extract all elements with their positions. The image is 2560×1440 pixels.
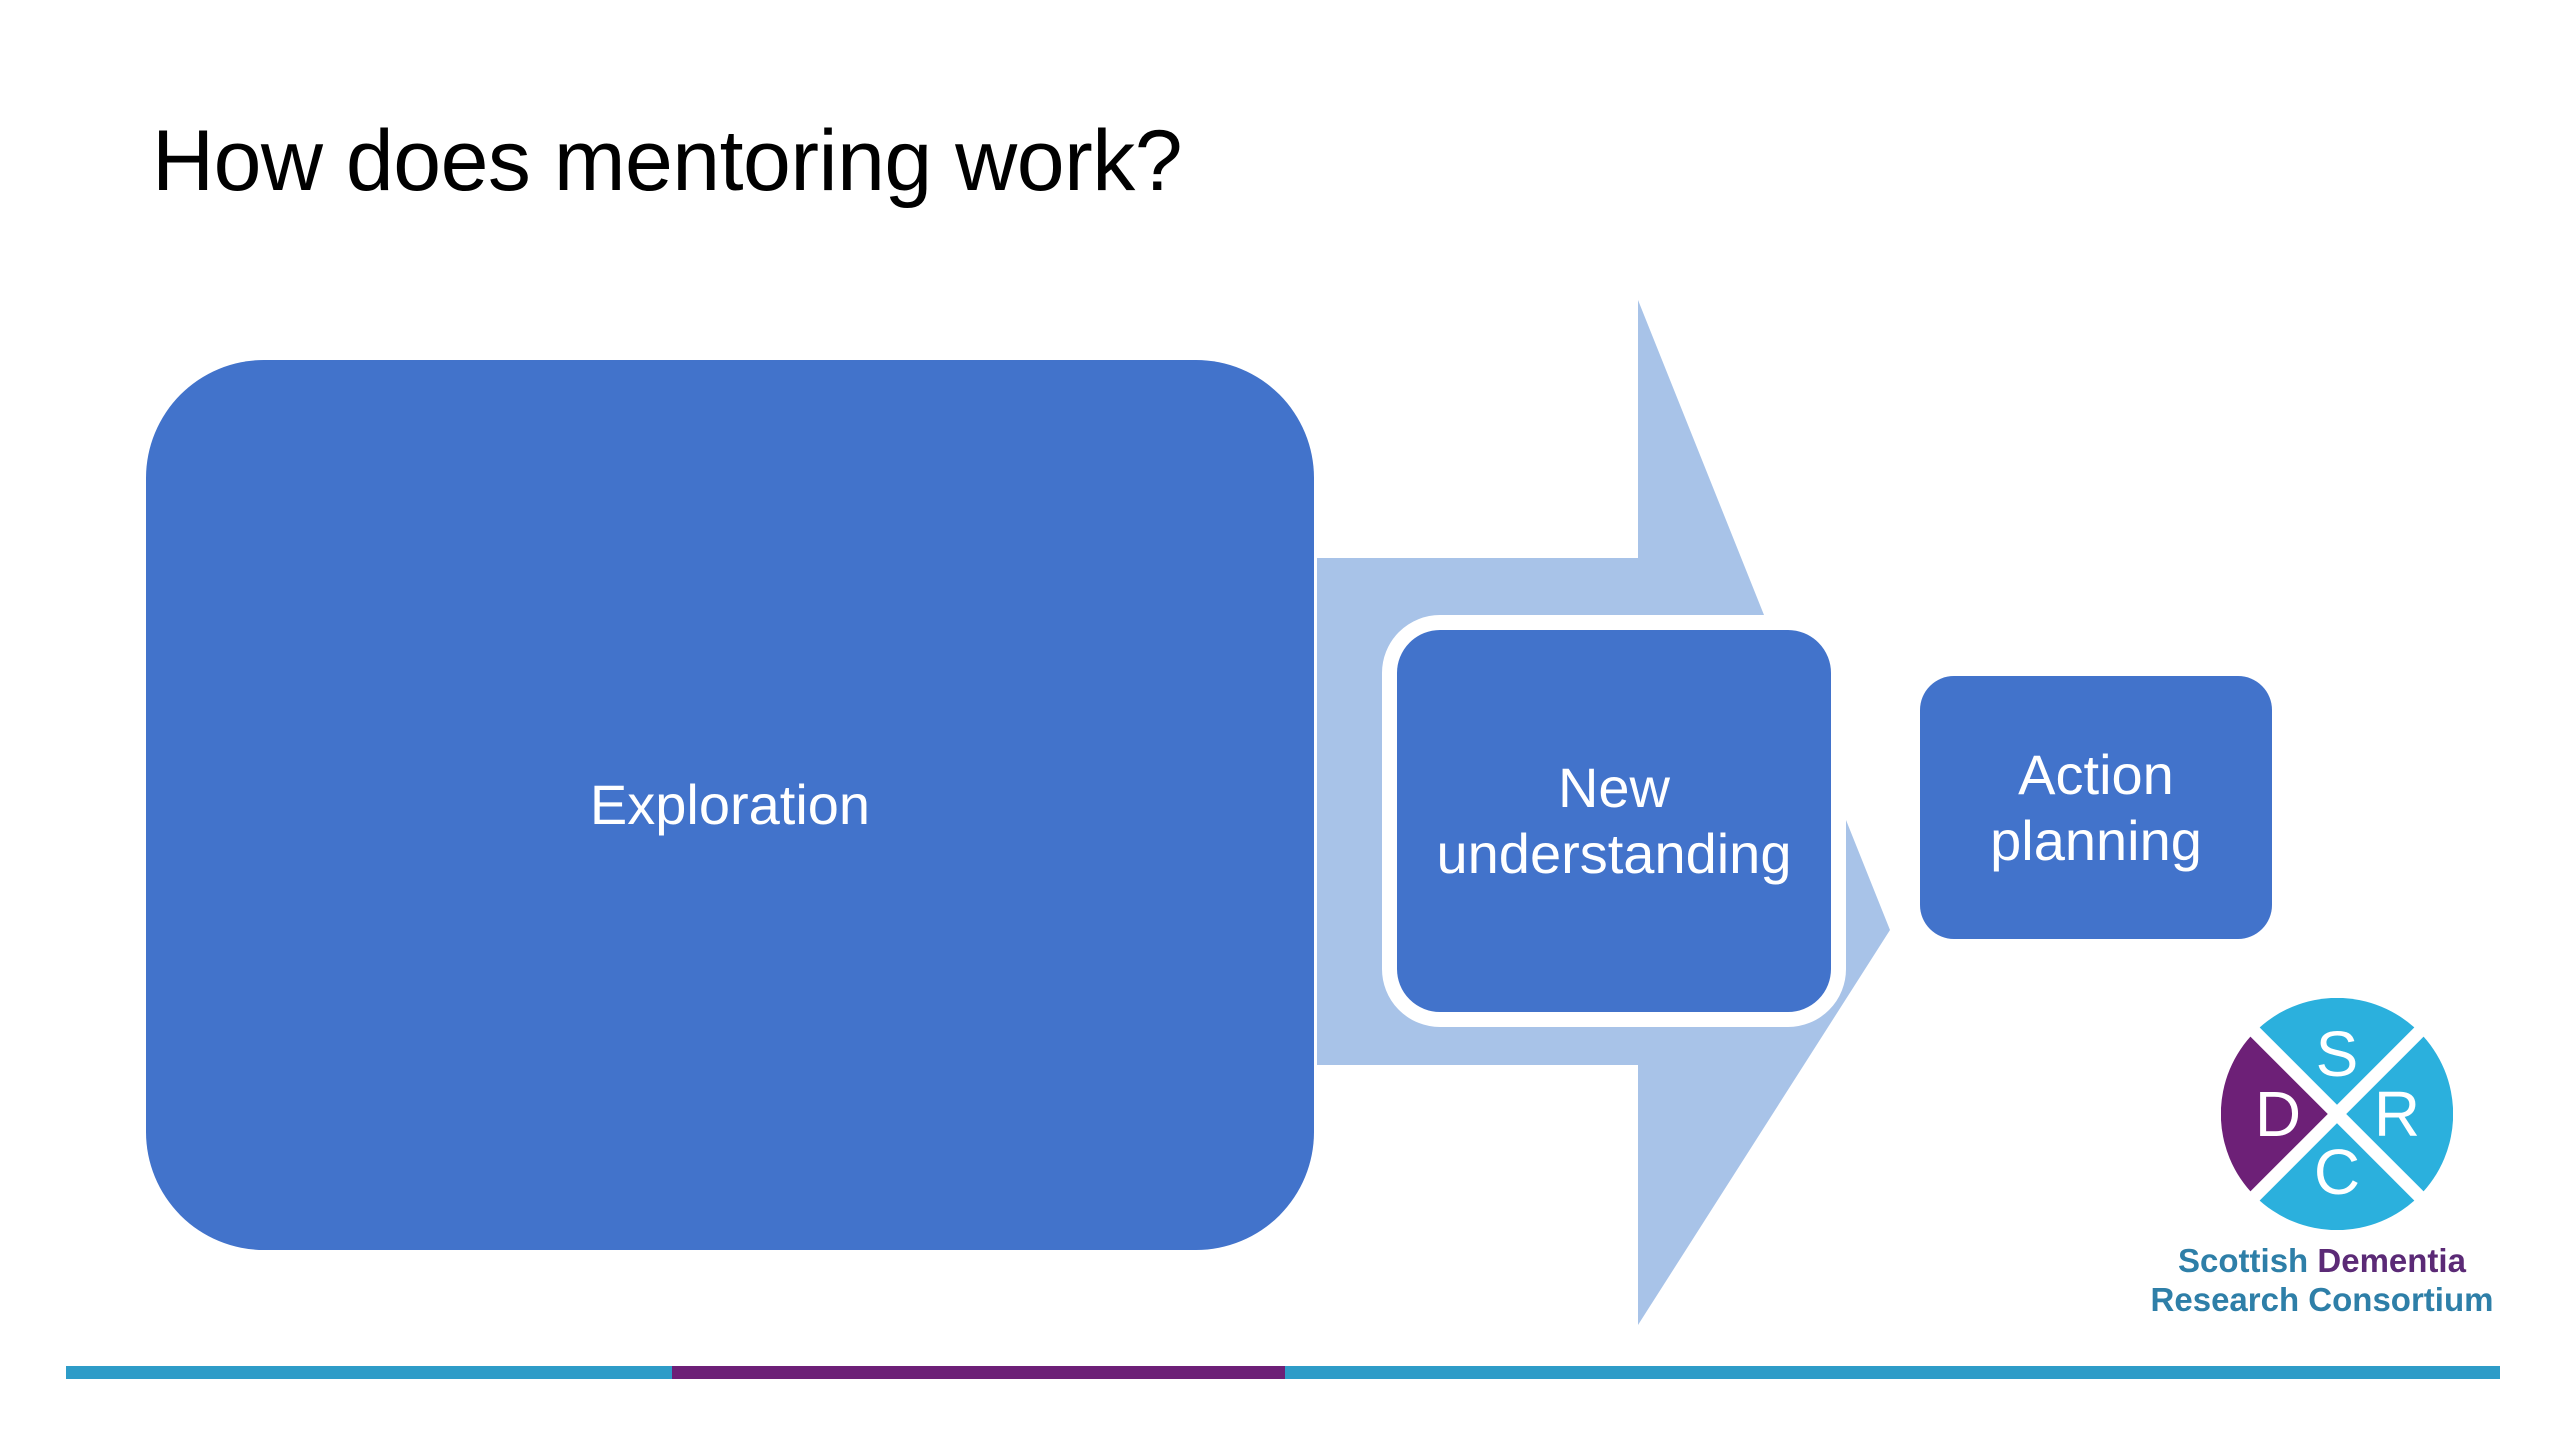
logo-quadrant-bottom xyxy=(2254,1114,2420,1230)
logo-letter-s: S xyxy=(2316,1018,2359,1090)
stage-box-exploration[interactable]: Exploration xyxy=(146,360,1314,1250)
wordmark-consortium: Consortium xyxy=(2308,1280,2494,1318)
wordmark-research: Research xyxy=(2150,1280,2309,1318)
stage-label-line-1: New xyxy=(1557,756,1670,820)
sdrc-logo: S D R C Scottish Dementia Research Conso… xyxy=(2151,998,2493,1328)
logo-cross-icon xyxy=(2242,1019,2432,1209)
stage-label-exploration: Exploration xyxy=(589,773,871,837)
stage-box-action-planning[interactable]: Action planning xyxy=(1920,676,2272,939)
footer-rule-purple xyxy=(672,1366,1285,1379)
wordmark-dementia: Dementia xyxy=(2317,1242,2466,1279)
stage-box-new-understanding[interactable]: New understanding xyxy=(1382,615,1846,1027)
stage-label-action-planning: Action planning xyxy=(1990,742,2202,873)
stage-label-new-understanding: New understanding xyxy=(1437,755,1792,886)
stage-label-line-2: understanding xyxy=(1436,822,1792,885)
logo-wordmark: Scottish Dementia Research Consortium xyxy=(2132,1242,2512,1320)
wordmark-scottish: Scottish xyxy=(2178,1242,2318,1279)
logo-quadrant-top xyxy=(2254,998,2420,1114)
logo-quadrant-right xyxy=(2337,1031,2453,1197)
page-title: How does mentoring work? xyxy=(152,113,1183,209)
logo-letter-d: D xyxy=(2255,1078,2301,1150)
stage-label-line-1: Action xyxy=(2018,742,2174,806)
footer-rule xyxy=(66,1366,2500,1379)
logo-letter-r: R xyxy=(2374,1078,2420,1150)
sdrc-logo-mark: S D R C xyxy=(2221,998,2453,1230)
stage-label-line-2: planning xyxy=(1990,808,2202,872)
logo-letter-c: C xyxy=(2314,1136,2360,1208)
logo-quadrant-left xyxy=(2221,1031,2337,1197)
